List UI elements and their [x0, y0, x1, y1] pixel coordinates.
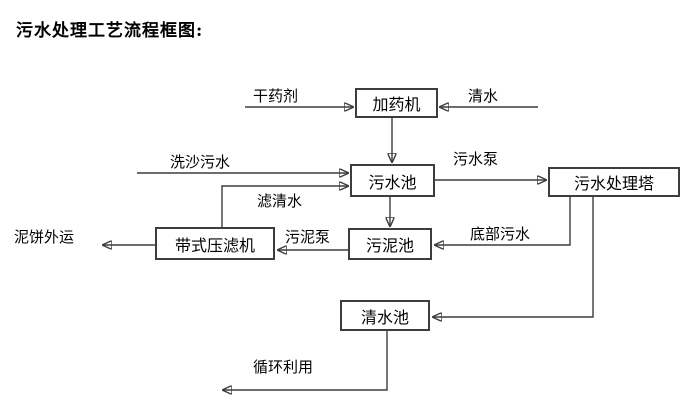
arrow-filtered-water-to-sewage-pool — [221, 186, 348, 227]
node-dosing-machine: 加药机 — [355, 88, 438, 118]
node-treatment-tower: 污水处理塔 — [548, 167, 680, 197]
edge-label-dry-agent: 干药剂 — [253, 87, 299, 105]
arrow-clean-pool-to-recycle — [223, 331, 388, 390]
node-sewage-pool: 污水池 — [350, 164, 435, 197]
edge-label-clean-water: 清水 — [468, 87, 499, 105]
edge-label-recycle-use: 循环利用 — [253, 358, 314, 376]
edge-label-sewage-pump: 污水泵 — [453, 150, 499, 168]
node-clean-water-pool: 清水池 — [340, 300, 430, 331]
node-belt-filter-press: 带式压滤机 — [155, 227, 275, 260]
edge-label-bottom-sewage: 底部污水 — [470, 225, 531, 243]
edge-label-filtered-clean-water: 滤清水 — [257, 192, 303, 210]
diagram-title: 污水处理工艺流程框图: — [16, 21, 204, 41]
arrow-tower-to-clean-water-pool — [433, 197, 594, 317]
node-sludge-pool: 污泥池 — [348, 228, 432, 260]
edge-label-sludge-pump: 污泥泵 — [285, 228, 331, 246]
arrow-bottom-sewage-to-sludge-pool — [435, 197, 571, 245]
edge-label-sand-washing-sewage: 洗沙污水 — [170, 153, 231, 171]
edge-label-mud-cake-out: 泥饼外运 — [14, 228, 75, 246]
